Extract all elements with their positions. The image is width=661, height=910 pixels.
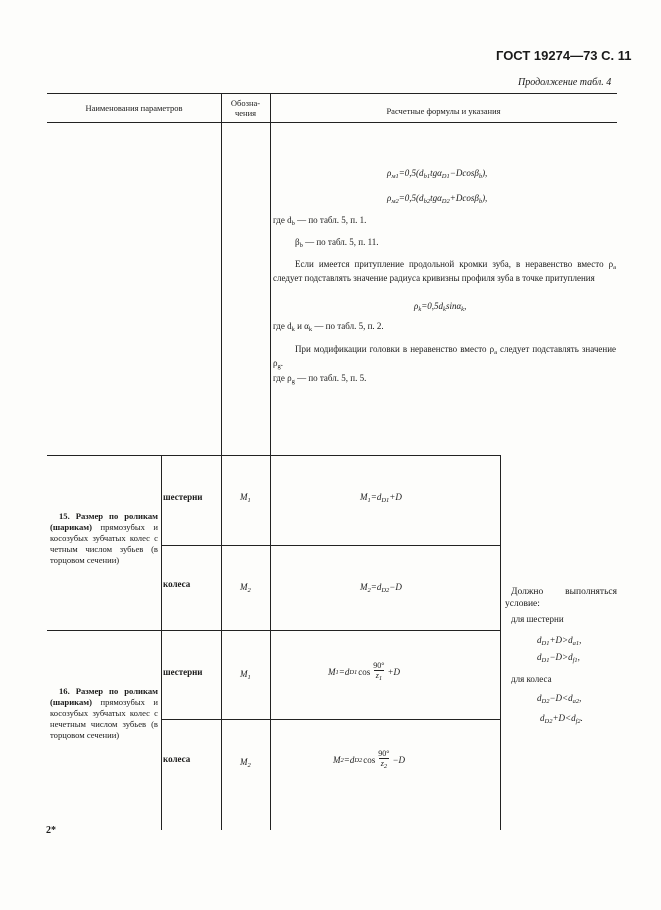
row16-wheel-label: колеса	[163, 754, 191, 764]
col-header-symbol: Обозна- чения	[230, 98, 261, 118]
condition-pinion-2: dD1−D>df1,	[537, 652, 580, 664]
condition-pinion-label: для шестерни	[511, 614, 564, 624]
row15-param-name: 15. Размер по роликам (шарикам) прямозуб…	[50, 511, 158, 565]
row15-pinion-formula: M1=dD1+D	[360, 492, 402, 504]
row15-pinion-symbol: M1	[240, 492, 251, 504]
row15-top-rule	[47, 455, 500, 456]
paragraph-modification: При модификации головки в неравенство вм…	[273, 344, 617, 370]
col-sep-1	[221, 93, 222, 830]
col-sep-2	[270, 93, 271, 830]
row15-wheel-label: колеса	[163, 579, 191, 589]
col-header-name: Наименования параметров	[85, 103, 183, 113]
standard-number: ГОСТ 19274—73 С. 11	[496, 48, 632, 63]
row16-pinion-symbol: M1	[240, 669, 251, 681]
paragraph-bluntness: Если имеется притупление продольной кром…	[273, 259, 616, 283]
where-db: где db — по табл. 5, п. 1.	[273, 215, 367, 227]
sub-col-sep	[161, 455, 162, 830]
row16-pinion-label: шестерни	[163, 667, 203, 677]
where-dk: где dk и αk — по табл. 5, п. 2.	[273, 321, 384, 333]
formula-rho-k: ρk=0,5dksinαk,	[414, 301, 467, 313]
page-mark: 2*	[46, 825, 56, 836]
condition-intro: Должно выполняться условие:	[505, 587, 617, 609]
table-top-rule	[47, 93, 617, 94]
row15-mid-rule	[161, 545, 500, 546]
header-bottom-rule	[47, 122, 617, 123]
formula-rho-m2: ρм2=0,5(db2tgαD2+Dcosβb),	[387, 193, 488, 205]
row15-pinion-label: шестерни	[163, 492, 203, 502]
row16-mid-rule	[161, 719, 500, 720]
row16-wheel-symbol: M2	[240, 757, 251, 769]
condition-pinion-1: dD1+D>da1,	[537, 635, 582, 647]
formula-rho-m1: ρм1=0,5(db1tgαD1−Dcosβb),	[387, 168, 488, 180]
row15-wheel-symbol: M2	[240, 582, 251, 594]
col-header-formula: Расчетные формулы и указания	[386, 106, 501, 116]
col-sep-3	[500, 455, 501, 830]
row16-param-name: 16. Размер по роликам (шарикам) прямозуб…	[50, 686, 158, 740]
continuation-label: Продолжение табл. 4	[518, 77, 612, 88]
where-rhog: где ρg — по табл. 5, п. 5.	[273, 373, 367, 385]
row16-top-rule	[47, 630, 500, 631]
row15-wheel-formula: M2=dD2−D	[360, 582, 402, 594]
condition-wheel-2: dD2+D<df2.	[540, 713, 583, 725]
condition-wheel-label: для колеса	[511, 674, 552, 684]
where-beta: βb — по табл. 5, п. 11.	[295, 237, 379, 249]
condition-wheel-1: dD2−D<da2,	[537, 693, 582, 705]
